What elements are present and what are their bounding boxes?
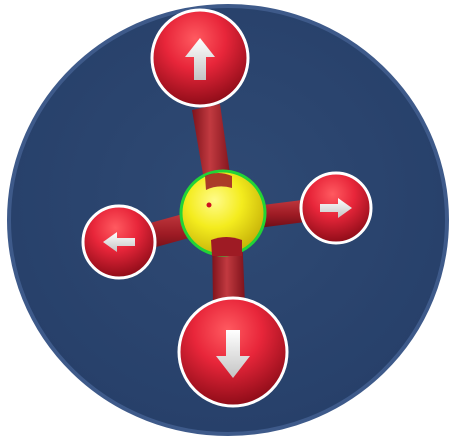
center-dot bbox=[206, 202, 212, 208]
arrow-down-icon bbox=[216, 330, 250, 378]
right-handle[interactable] bbox=[299, 171, 373, 245]
arrow-left-icon bbox=[103, 232, 135, 252]
center-sphere[interactable] bbox=[179, 169, 267, 257]
arrow-up-icon bbox=[185, 38, 215, 80]
down-handle[interactable] bbox=[177, 296, 289, 408]
arrow-right-icon bbox=[320, 198, 352, 218]
up-handle[interactable] bbox=[150, 8, 250, 108]
left-handle[interactable] bbox=[81, 204, 157, 280]
